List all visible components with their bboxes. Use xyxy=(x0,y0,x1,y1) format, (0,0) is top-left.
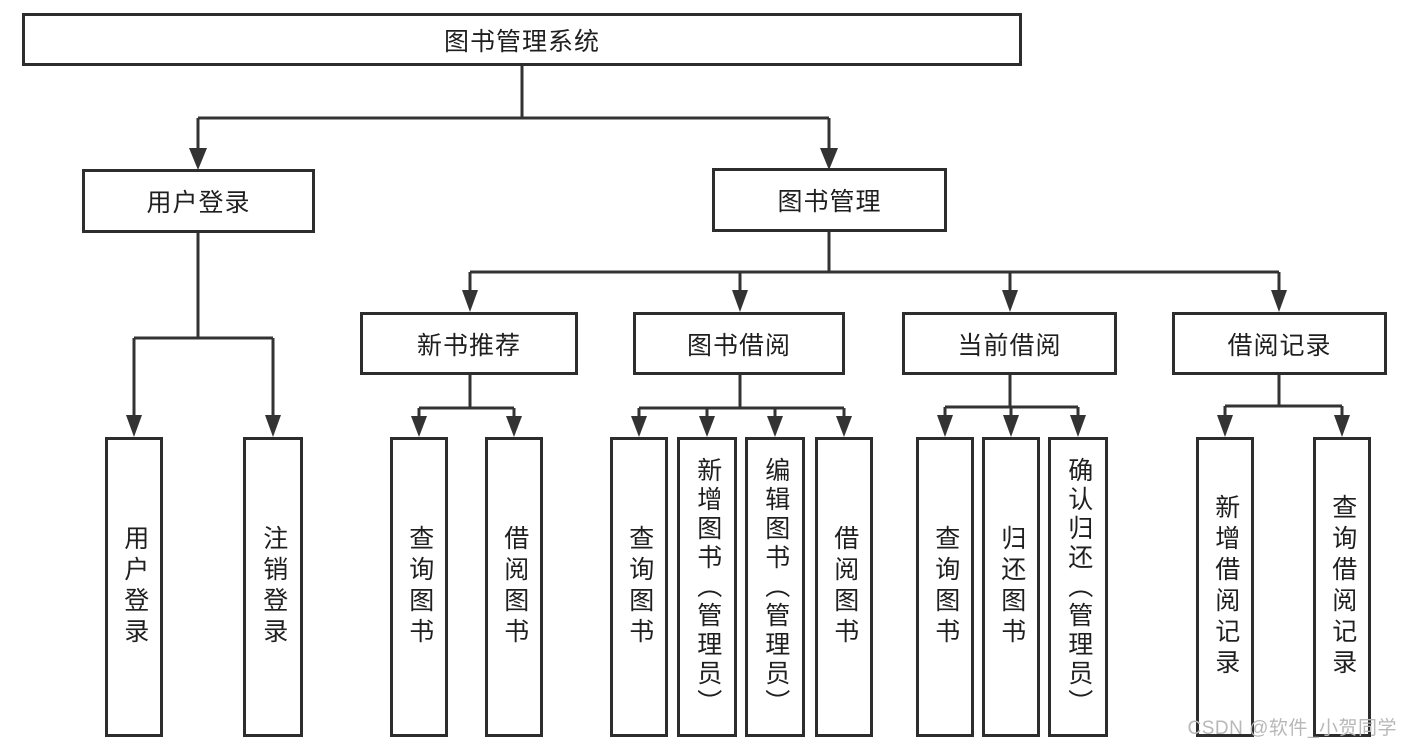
leaf-label: 注销登录 xyxy=(259,525,288,649)
connector-book-management-branch xyxy=(468,232,1281,292)
leaf-query-book-current: 查询图书 xyxy=(916,437,974,737)
leaf-query-book-recommend: 查询图书 xyxy=(390,437,448,737)
node-label: 图书管理 xyxy=(777,188,882,216)
leaf-label: 归还图书 xyxy=(997,525,1026,649)
leaf-label: 用户登录 xyxy=(120,525,149,649)
leaf-label: 编辑图书（管理员） xyxy=(761,456,790,718)
node-book-borrowing: 图书借阅 xyxy=(633,312,845,375)
node-book-management: 图书管理 xyxy=(712,168,947,232)
leaf-label: 确认归还（管理员） xyxy=(1064,456,1093,718)
leaf-label: 新增借阅记录 xyxy=(1211,494,1240,680)
leaf-add-book-admin: 新增图书（管理员） xyxy=(677,437,737,737)
connector-root-to-level2 xyxy=(196,66,831,150)
leaf-label: 查询图书 xyxy=(405,525,434,649)
arrowheads-new-book-branch xyxy=(411,416,522,437)
leaf-user-login: 用户登录 xyxy=(105,437,163,737)
node-label: 用户登录 xyxy=(146,189,251,217)
leaf-edit-book-admin: 编辑图书（管理员） xyxy=(745,437,805,737)
connector-new-book-branch xyxy=(417,375,516,419)
leaf-borrow-book-borrowing: 借阅图书 xyxy=(815,437,873,737)
leaf-query-borrow-record: 查询借阅记录 xyxy=(1313,437,1371,737)
arrowheads-level2 xyxy=(189,148,838,170)
arrowheads-level3 xyxy=(462,290,1287,312)
node-label: 新书推荐 xyxy=(416,331,521,360)
node-label: 借阅记录 xyxy=(1227,331,1332,360)
connector-user-login-branch xyxy=(132,233,275,417)
leaf-query-book-borrowing: 查询图书 xyxy=(610,437,668,737)
leaf-logout-login: 注销登录 xyxy=(243,437,303,737)
node-user-login: 用户登录 xyxy=(82,169,315,233)
node-new-book-recommendation: 新书推荐 xyxy=(360,312,578,375)
leaf-confirm-return-admin: 确认归还（管理员） xyxy=(1048,437,1108,737)
arrowheads-borrow-records-branch xyxy=(1217,415,1350,437)
leaf-label: 查询图书 xyxy=(625,525,654,649)
connector-borrow-records-branch xyxy=(1223,375,1344,419)
leaf-return-book: 归还图书 xyxy=(982,437,1040,737)
leaf-label: 查询图书 xyxy=(931,525,960,649)
node-library-management-system: 图书管理系统 xyxy=(22,13,1022,66)
leaf-label: 新增图书（管理员） xyxy=(693,456,722,718)
node-label: 图书管理系统 xyxy=(443,27,600,56)
leaf-label: 查询借阅记录 xyxy=(1328,494,1357,680)
arrowheads-current-borrow-branch xyxy=(937,415,1086,437)
arrowheads-book-borrow-branch xyxy=(631,416,852,437)
leaf-borrow-book-recommend: 借阅图书 xyxy=(485,437,543,737)
node-label: 当前借阅 xyxy=(957,331,1062,360)
connector-book-borrow-branch xyxy=(637,375,846,419)
connector-current-borrow-branch xyxy=(943,375,1080,419)
leaf-label: 借阅图书 xyxy=(500,525,529,649)
csdn-watermark: CSDN @软件_小贺同学 xyxy=(1187,718,1397,739)
node-current-borrowing: 当前借阅 xyxy=(902,312,1117,375)
node-label: 图书借阅 xyxy=(686,331,791,360)
node-borrowing-records: 借阅记录 xyxy=(1172,312,1387,375)
leaf-add-borrow-record: 新增借阅记录 xyxy=(1196,437,1254,737)
arrowheads-user-login-branch xyxy=(126,415,281,437)
leaf-label: 借阅图书 xyxy=(830,525,859,649)
